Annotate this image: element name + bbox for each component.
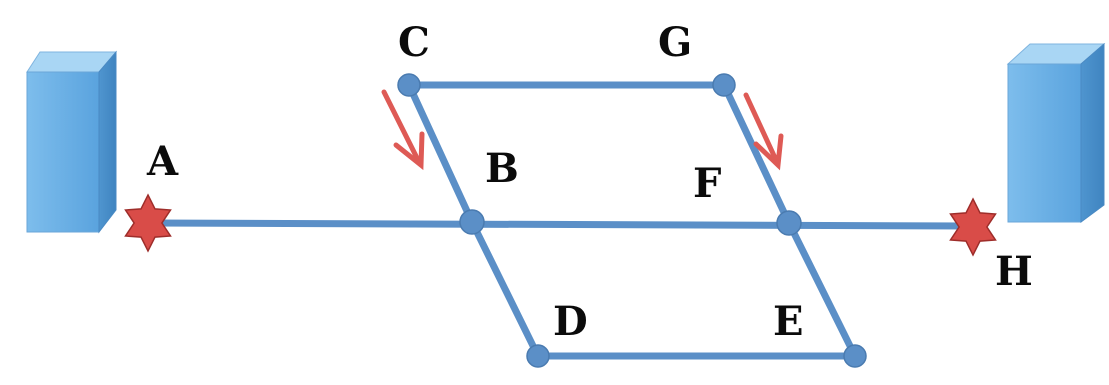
label-c: C [398,19,430,66]
node-g [712,73,736,97]
left-server-box-icon [26,50,118,234]
right-server-box-icon [1006,42,1106,223]
label-g: G [658,19,692,66]
edge-g-f [720,81,793,227]
nodes [397,73,867,368]
label-f: F [693,160,721,207]
node-b [459,209,485,235]
edge-f-e [785,219,859,360]
arrow-g-f-icon [743,92,784,171]
node-c [397,73,421,97]
label-d: D [553,298,588,345]
label-h: H [995,248,1033,295]
label-e: E [773,298,804,345]
label-a: A [146,138,179,185]
edge-b-d [468,218,542,360]
edges [146,81,974,360]
node-d [526,344,550,368]
star-h-icon [949,197,997,257]
node-f [776,210,802,236]
label-b: B [485,145,519,192]
star-a-icon [124,193,172,253]
edge-c-b [405,81,476,226]
edge-a-h [146,219,974,230]
node-e [843,344,867,368]
arrow-c-b-icon [381,89,425,171]
